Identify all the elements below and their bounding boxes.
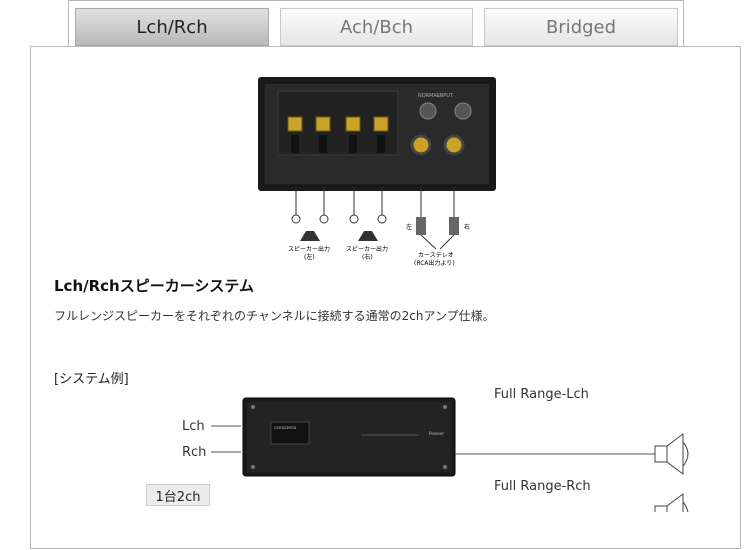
speaker-output-right-label: スピーカー出力 [346, 245, 388, 253]
speaker-output-left-label: スピーカー出力 [288, 245, 330, 253]
tab-ach-bch[interactable]: Ach/Bch [280, 8, 473, 46]
car-stereo-label: カーステレオ [418, 252, 454, 259]
car-stereo-sub: (RCA出力より) [414, 259, 455, 267]
left-mark: 左 [406, 223, 412, 231]
lch-label: Lch [182, 419, 205, 434]
amp-terminal-photo: NORMAL INPUT [258, 77, 496, 191]
section-heading: Lch/Rchスピーカーシステム [54, 277, 254, 295]
system-diagram: carrozzeria Pioneer [211, 397, 689, 512]
system-example-label: [システム例] [54, 372, 129, 387]
amp-brand: carrozzeria [274, 425, 297, 430]
speaker-icon [654, 493, 689, 512]
rch-label: Rch [182, 445, 207, 460]
speaker-icon [654, 433, 689, 475]
tab-lch-rch[interactable]: Lch/Rch [75, 8, 269, 46]
right-mark: 右 [464, 223, 470, 231]
section-description: フルレンジスピーカーをそれぞれのチャンネルに接続する通常の2chアンプ仕様。 [54, 309, 495, 323]
amplifier-unit: carrozzeria Pioneer [242, 397, 456, 477]
channel-badge: 1台2ch [146, 484, 210, 506]
amp-maker: Pioneer [429, 431, 444, 436]
tab-bridged[interactable]: Bridged [484, 8, 678, 46]
content-panel: NORMAL INPUT 左 右 スピーカー出力 (左) スピーカー出力 [30, 46, 741, 549]
full-range-lch-label: Full Range-Lch [494, 387, 589, 402]
wiring-schematic: 左 右 スピーカー出力 (左) スピーカー出力 (右) カーステレオ (RCA出… [288, 187, 470, 267]
full-range-rch-label: Full Range-Rch [494, 479, 591, 494]
normal-label: NORMAL [418, 93, 440, 99]
speaker-output-left-sub: (左) [304, 253, 315, 261]
tab-bar: Lch/Rch Ach/Bch Bridged [68, 0, 684, 48]
input-label: INPUT [438, 93, 454, 99]
speaker-output-right-sub: (右) [362, 253, 373, 261]
